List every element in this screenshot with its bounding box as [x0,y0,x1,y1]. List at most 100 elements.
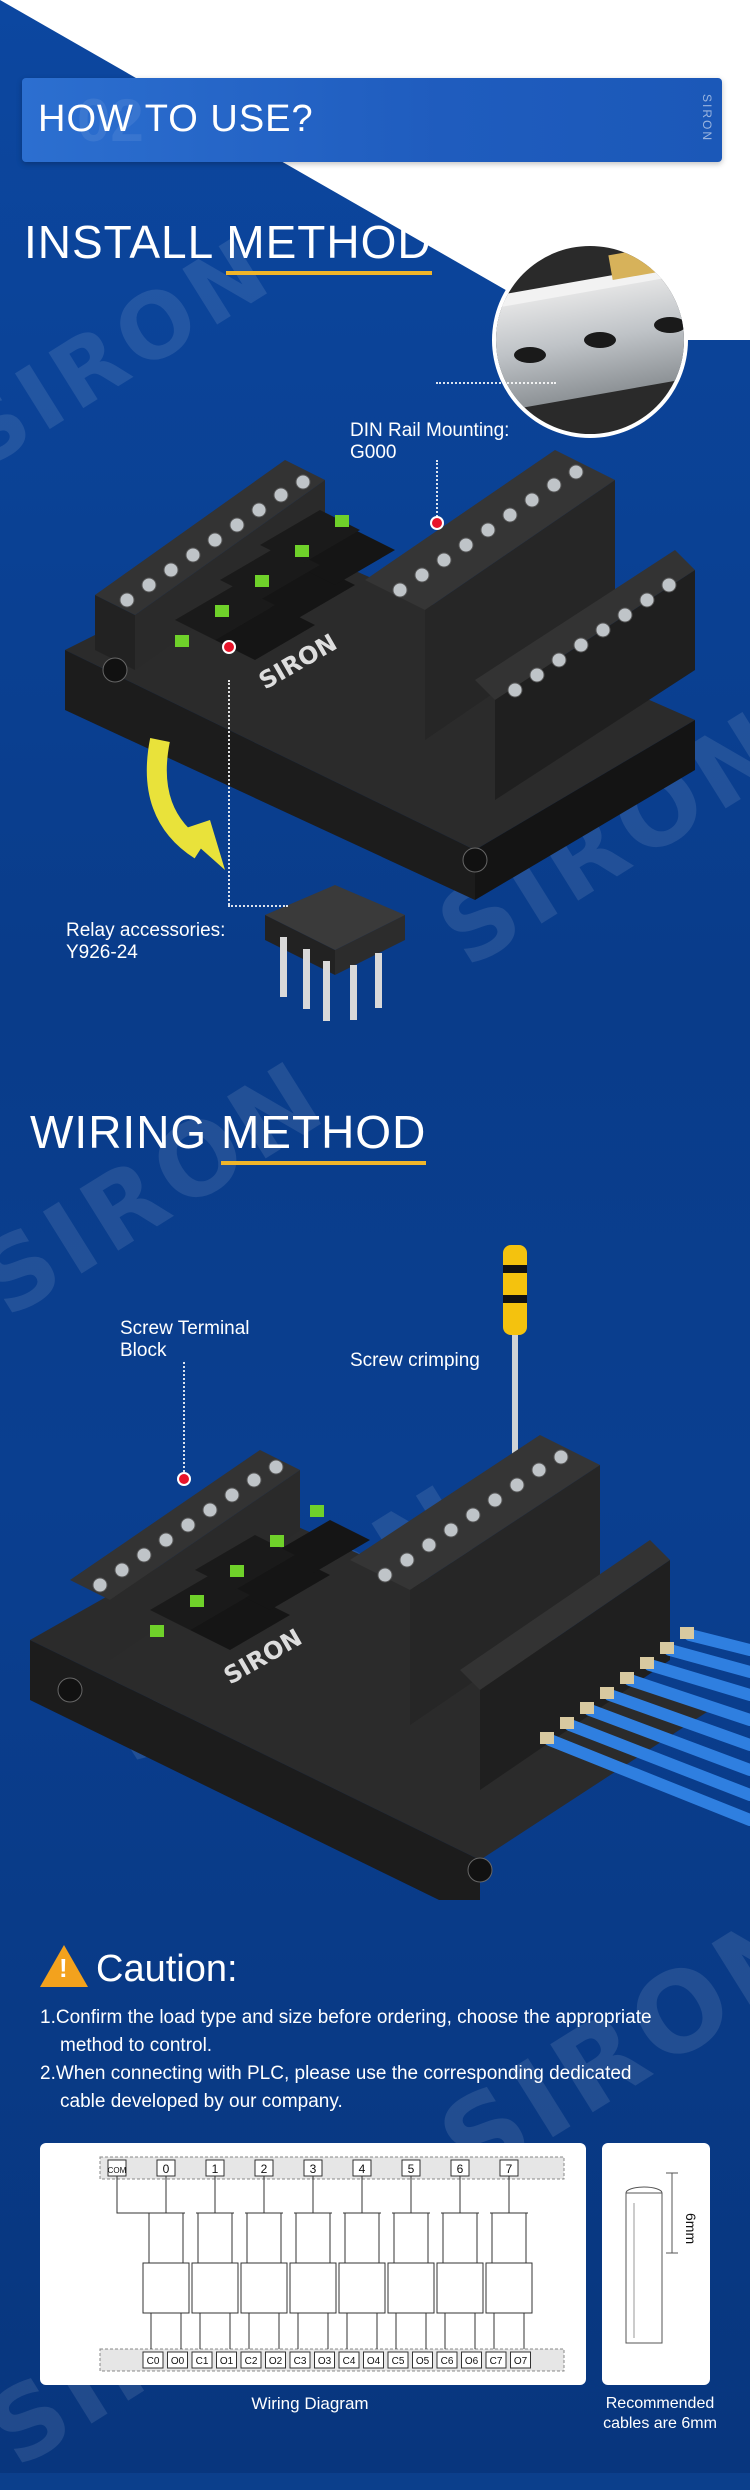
relay-marker-dot [222,640,236,654]
relay-channel-box [485,2262,533,2314]
bottom-terminal-box [265,2351,286,2369]
bottom-terminal-label: O1 [220,2356,234,2367]
output-wire [297,2313,329,2349]
bottom-terminal-box [216,2351,237,2369]
bottom-terminal-box [240,2351,262,2369]
din-callout-line-vertical [436,460,438,520]
cable-caption: Recommended cables are 6mm [585,2394,735,2434]
bottom-terminal-box [412,2351,433,2369]
terminal-marker-dot [177,1472,191,1486]
cable-size-text: 6mm [683,2213,699,2244]
bottom-terminal-label: C2 [245,2356,258,2367]
wiring-title-plain: WIRING [30,1106,221,1158]
cable-caption-line1: Recommended [605,2395,715,2412]
bottom-terminal-box [436,2351,458,2369]
relay-label-line1: Relay accessories: [66,920,226,941]
din-rail-label-line2: G000 [350,442,397,463]
din-marker-dot [430,516,444,530]
channel-wire [294,2176,332,2263]
din-rail-label-line1: DIN Rail Mounting: [350,420,510,441]
bottom-terminal-label: O5 [416,2356,430,2367]
din-rail-closeup-image [492,242,688,438]
cable-panel: 6mm [602,2143,710,2385]
wiring-method-title: WIRING METHOD [30,1105,427,1165]
top-terminal-label: 5 [408,2162,415,2176]
output-wire [248,2313,280,2349]
channel-wire [245,2176,283,2263]
bottom-terminal-label: C0 [147,2356,160,2367]
relay-label-line2: Y926-24 [66,942,138,963]
top-terminal-label: COM [108,2166,127,2175]
caution-heading: !Caution: [40,1945,238,1991]
bottom-terminal-label: C3 [294,2356,307,2367]
bottom-terminal-label: O4 [367,2356,381,2367]
channel-wire [392,2176,430,2263]
relay-channel-box [240,2262,288,2314]
bottom-terminal-label: C6 [441,2356,454,2367]
din-rail-label: DIN Rail Mounting: G000 [350,420,509,464]
channel-wire [343,2176,381,2263]
channel-wire [196,2176,234,2263]
wiring-diagram-caption: Wiring Diagram [251,2394,369,2413]
top-terminal-label: 6 [457,2162,464,2176]
output-wire [150,2313,182,2349]
top-terminal-label: 2 [261,2162,268,2176]
screw-terminal-line1: Screw Terminal [120,1318,250,1339]
bottom-terminal-box [387,2351,409,2369]
relay-accessory-image [265,885,405,1021]
bottom-terminal-box [461,2351,482,2369]
output-wire [395,2313,427,2349]
relay-module-product-image: SIRON [65,450,695,900]
caution-item-1-cont: method to control. [60,2035,213,2056]
din-callout-line [436,382,556,384]
screw-terminal-label: Screw Terminal Block [120,1318,250,1362]
relay-accessories-label: Relay accessories: Y926-24 [66,920,225,964]
install-method-title: INSTALL METHOD [24,215,432,275]
bottom-terminal-label: O2 [269,2356,283,2367]
relay-channel-box [142,2262,190,2314]
wiring-product-image: SIRON [30,1435,750,1900]
warning-icon: ! [40,1945,88,1987]
caution-notes: 1.Confirm the load type and size before … [40,2005,720,2117]
wiring-title-accent: METHOD [220,1105,427,1165]
install-title-plain: INSTALL [24,216,227,268]
bottom-terminal-label: O3 [318,2356,332,2367]
bottom-terminal-label: C5 [392,2356,405,2367]
banner-title: HOW TO USE? [38,98,314,140]
relay-callout-line [228,680,230,905]
bottom-terminal-label: O0 [171,2356,185,2367]
caution-item-2-cont: cable developed by our company. [60,2091,343,2112]
caution-item-2: 2.When connecting with PLC, please use t… [40,2063,632,2084]
caution-title: Caution: [96,1948,238,1990]
bottom-terminal-box [191,2351,213,2369]
relay-channel-box [191,2262,239,2314]
top-terminal-label: 0 [163,2162,170,2176]
output-wire [346,2313,378,2349]
banner-side-brand: SIRON [700,94,714,143]
yellow-arrow-icon [146,738,225,870]
bottom-terminal-label: O6 [465,2356,479,2367]
output-wire [444,2313,476,2349]
caution-item-1: 1.Confirm the load type and size before … [40,2007,652,2028]
top-terminal-label: 3 [310,2162,317,2176]
cable-caption-line2: cables are 6mm [603,2415,717,2432]
relay-channel-box [289,2262,337,2314]
bottom-terminal-box [142,2351,164,2369]
output-wire [493,2313,525,2349]
screw-terminal-line2: Block [120,1340,167,1361]
top-terminal-label: 7 [506,2162,513,2176]
bottom-terminal-box [485,2351,507,2369]
channel-wire [441,2176,479,2263]
channel-wire [490,2176,528,2263]
channel-wire [147,2176,185,2263]
bottom-terminal-box [314,2351,335,2369]
bottom-terminal-box [289,2351,311,2369]
relay-callout-line-horizontal [228,905,288,907]
screw-crimping-label: Screw crimping [350,1350,480,1371]
bottom-terminal-box [338,2351,360,2369]
banner-ghost-number: 02 [77,87,144,154]
top-terminal-label: 4 [359,2162,366,2176]
bottom-terminal-box [363,2351,384,2369]
